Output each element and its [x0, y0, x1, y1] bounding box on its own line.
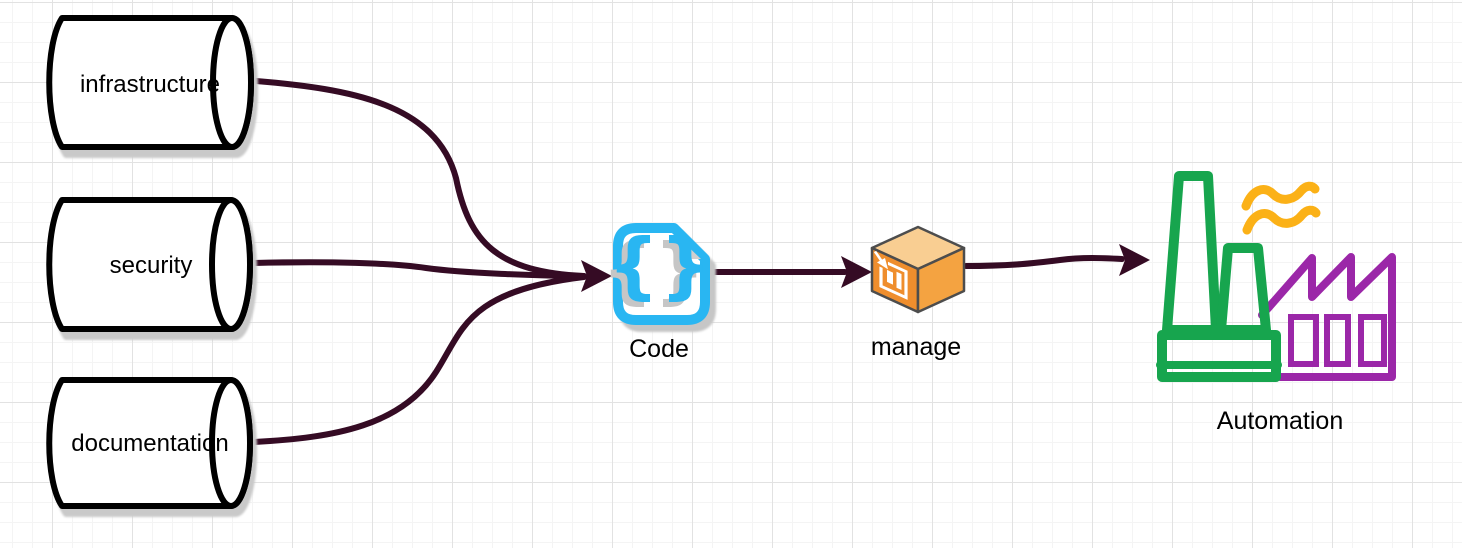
node-automation[interactable]: Automation: [1156, 171, 1396, 435]
node-infrastructure-label: infrastructure: [80, 71, 220, 98]
factory-icon: [1156, 171, 1396, 382]
connectors-layer: [250, 78, 1150, 445]
code-file-icon: [613, 223, 710, 325]
connector-manage-to-automation[interactable]: [963, 255, 1125, 269]
arrowhead-into-code: [581, 260, 612, 292]
import-arrow-glyph: [873, 250, 908, 300]
cylinder-cap: [209, 197, 253, 332]
page-fold-shadow: [676, 235, 701, 259]
tall-chimney: [1162, 171, 1221, 335]
purple-sawtooth-body: [1258, 253, 1396, 381]
green-factory-icon: [1156, 171, 1282, 382]
cylinder-cap: [209, 377, 253, 509]
purple-factory-icon: [1258, 253, 1396, 381]
node-automation-label: Automation: [1217, 407, 1343, 435]
glyph-bar-small: [887, 269, 893, 285]
glyph-frame: [879, 261, 908, 300]
arrowhead-into-manage: [841, 256, 872, 288]
factory-base: [1157, 330, 1281, 382]
node-documentation-label: documentation: [71, 430, 228, 457]
connector-documentation-to-code[interactable]: [250, 274, 587, 445]
factory-window: [1324, 314, 1351, 367]
smoke-waves-icon: [1241, 181, 1321, 235]
node-manage[interactable]: manage: [870, 225, 966, 361]
cylinder-shape-icon: [46, 197, 253, 332]
connector-security-to-code[interactable]: [250, 259, 587, 279]
smoke-wave: [1242, 205, 1321, 235]
node-infrastructure[interactable]: infrastructure: [46, 15, 254, 150]
cylinder-cap: [210, 15, 254, 150]
cylinder-shape-icon: [46, 15, 254, 150]
aws-cube-icon: [870, 225, 966, 314]
code-braces-glyph: {}: [608, 223, 713, 307]
connector-infrastructure-to-code[interactable]: [253, 78, 587, 279]
node-code-label: Code: [629, 335, 689, 363]
glyph-bar-tall: [896, 271, 902, 291]
cube-right-face: [916, 246, 966, 314]
node-security-label: security: [110, 252, 193, 279]
factory-window: [1288, 314, 1319, 367]
node-code[interactable]: {} Code: [608, 223, 713, 363]
node-manage-label: manage: [871, 333, 961, 361]
factory-window: [1358, 314, 1387, 367]
glyph-arrowhead: [877, 258, 888, 270]
cylinder-shape-icon: [46, 377, 253, 509]
node-documentation[interactable]: documentation: [46, 377, 253, 509]
node-security[interactable]: security: [46, 197, 253, 332]
smoke-wave: [1241, 181, 1320, 211]
arrowhead-into-automation: [1119, 244, 1150, 276]
